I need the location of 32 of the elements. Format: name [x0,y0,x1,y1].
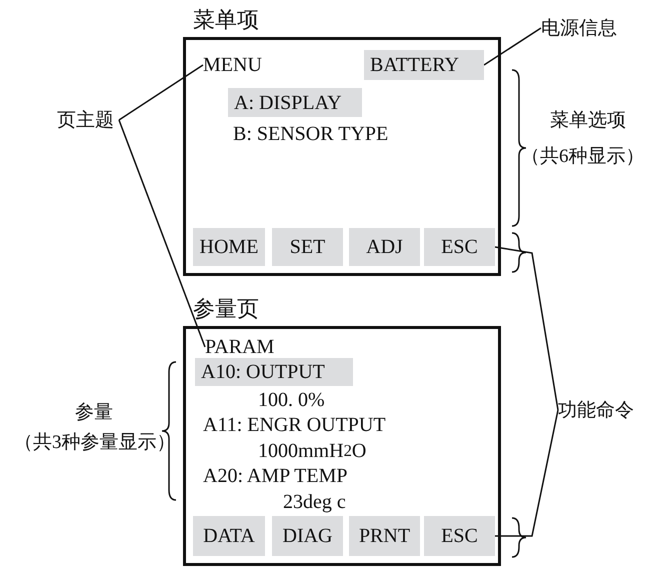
soft-key: HOME [193,228,265,266]
soft-key: ADJ [349,228,420,266]
soft-key: ESC [424,516,495,556]
soft-key: DATA [193,516,265,556]
annotation-text: 菜单选项 [550,109,626,133]
callout-text: 功能命令 [558,396,638,424]
screen-text: A20: AMP TEMP [203,463,383,489]
screen-title: 菜单项 [193,6,259,34]
highlighted-item: A10: OUTPUT [195,358,353,386]
soft-key: DIAG [272,516,343,556]
leader-line [495,410,559,537]
highlighted-item: BATTERY [364,50,484,80]
leader-line [484,27,542,66]
callout-text: 页主题 [57,106,119,134]
highlighted-item: A: DISPLAY [228,88,362,117]
annotation-text: 参量 [75,401,113,425]
screen-title: 参量页 [193,295,259,323]
screen-text: A11: ENGR OUTPUT [203,412,413,438]
leader-line [118,64,204,121]
soft-key: ESC [424,228,495,266]
screen-text: 23deg c [283,489,393,514]
screen-text: 100. 0% [258,387,358,412]
leader-line [494,246,559,410]
annotation-text: （共6种显示） [521,145,644,169]
screen-text: MENU [203,53,273,77]
leader-line [118,120,206,348]
soft-key: PRNT [349,516,420,556]
callout-text: 电源信息 [541,14,631,42]
annotation-text: （共3种参量显示） [14,431,176,455]
screen-text: PARAM [205,335,295,359]
soft-key: SET [272,228,343,266]
screen-text: B: SENSOR TYPE [233,121,433,147]
